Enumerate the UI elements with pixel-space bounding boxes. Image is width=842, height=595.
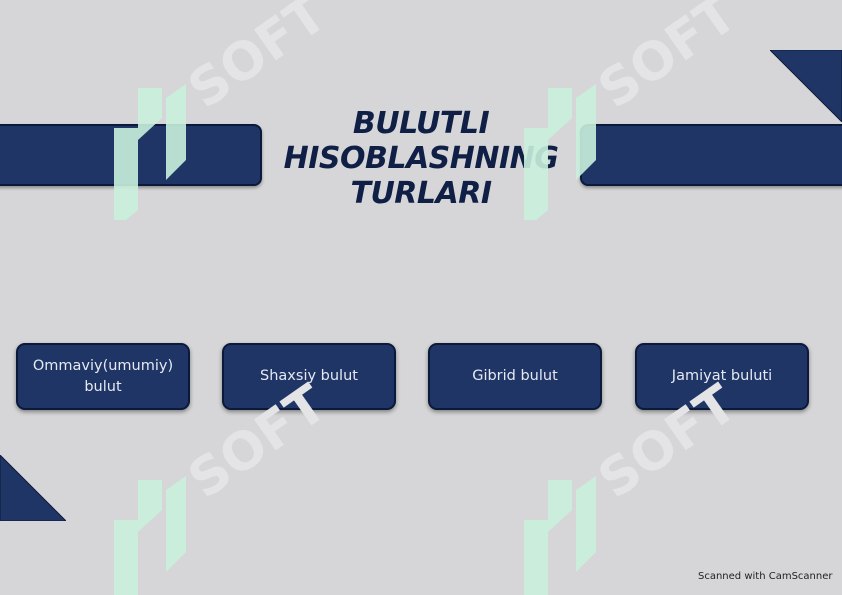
bottom-left-corner-triangle xyxy=(0,455,66,521)
card-label: Gibrid bulut xyxy=(472,368,558,384)
card-label: Jamiyat buluti xyxy=(671,368,773,384)
title-line-1: BULUTLI xyxy=(352,106,490,141)
card-label: Ommaviy(umumiy) bulut xyxy=(32,357,174,395)
scanner-note: Scanned with CamScanner xyxy=(698,571,833,582)
slide-title: BULUTLI HISOBLASHNING TURLARI xyxy=(256,106,586,211)
watermark-text: SOFT xyxy=(178,0,338,121)
card-label: Shaxsiy bulut xyxy=(260,368,358,384)
header-bar-left xyxy=(0,124,262,186)
title-line-3: TURLARI xyxy=(350,176,492,211)
card-community-cloud: Jamiyat buluti xyxy=(635,343,809,410)
watermark-logo-bottom-right: SOFT xyxy=(524,380,748,595)
card-private-cloud: Shaxsiy bulut xyxy=(222,343,396,410)
card-hybrid-cloud: Gibrid bulut xyxy=(428,343,602,410)
watermark-text: SOFT xyxy=(588,0,748,121)
top-right-corner-triangle xyxy=(770,50,842,122)
title-line-2: HISOBLASHNING xyxy=(283,141,559,176)
header-bar-right xyxy=(580,124,842,186)
watermark-logo-bottom-left: SOFT xyxy=(114,380,338,595)
card-public-cloud: Ommaviy(umumiy) bulut xyxy=(16,343,190,410)
